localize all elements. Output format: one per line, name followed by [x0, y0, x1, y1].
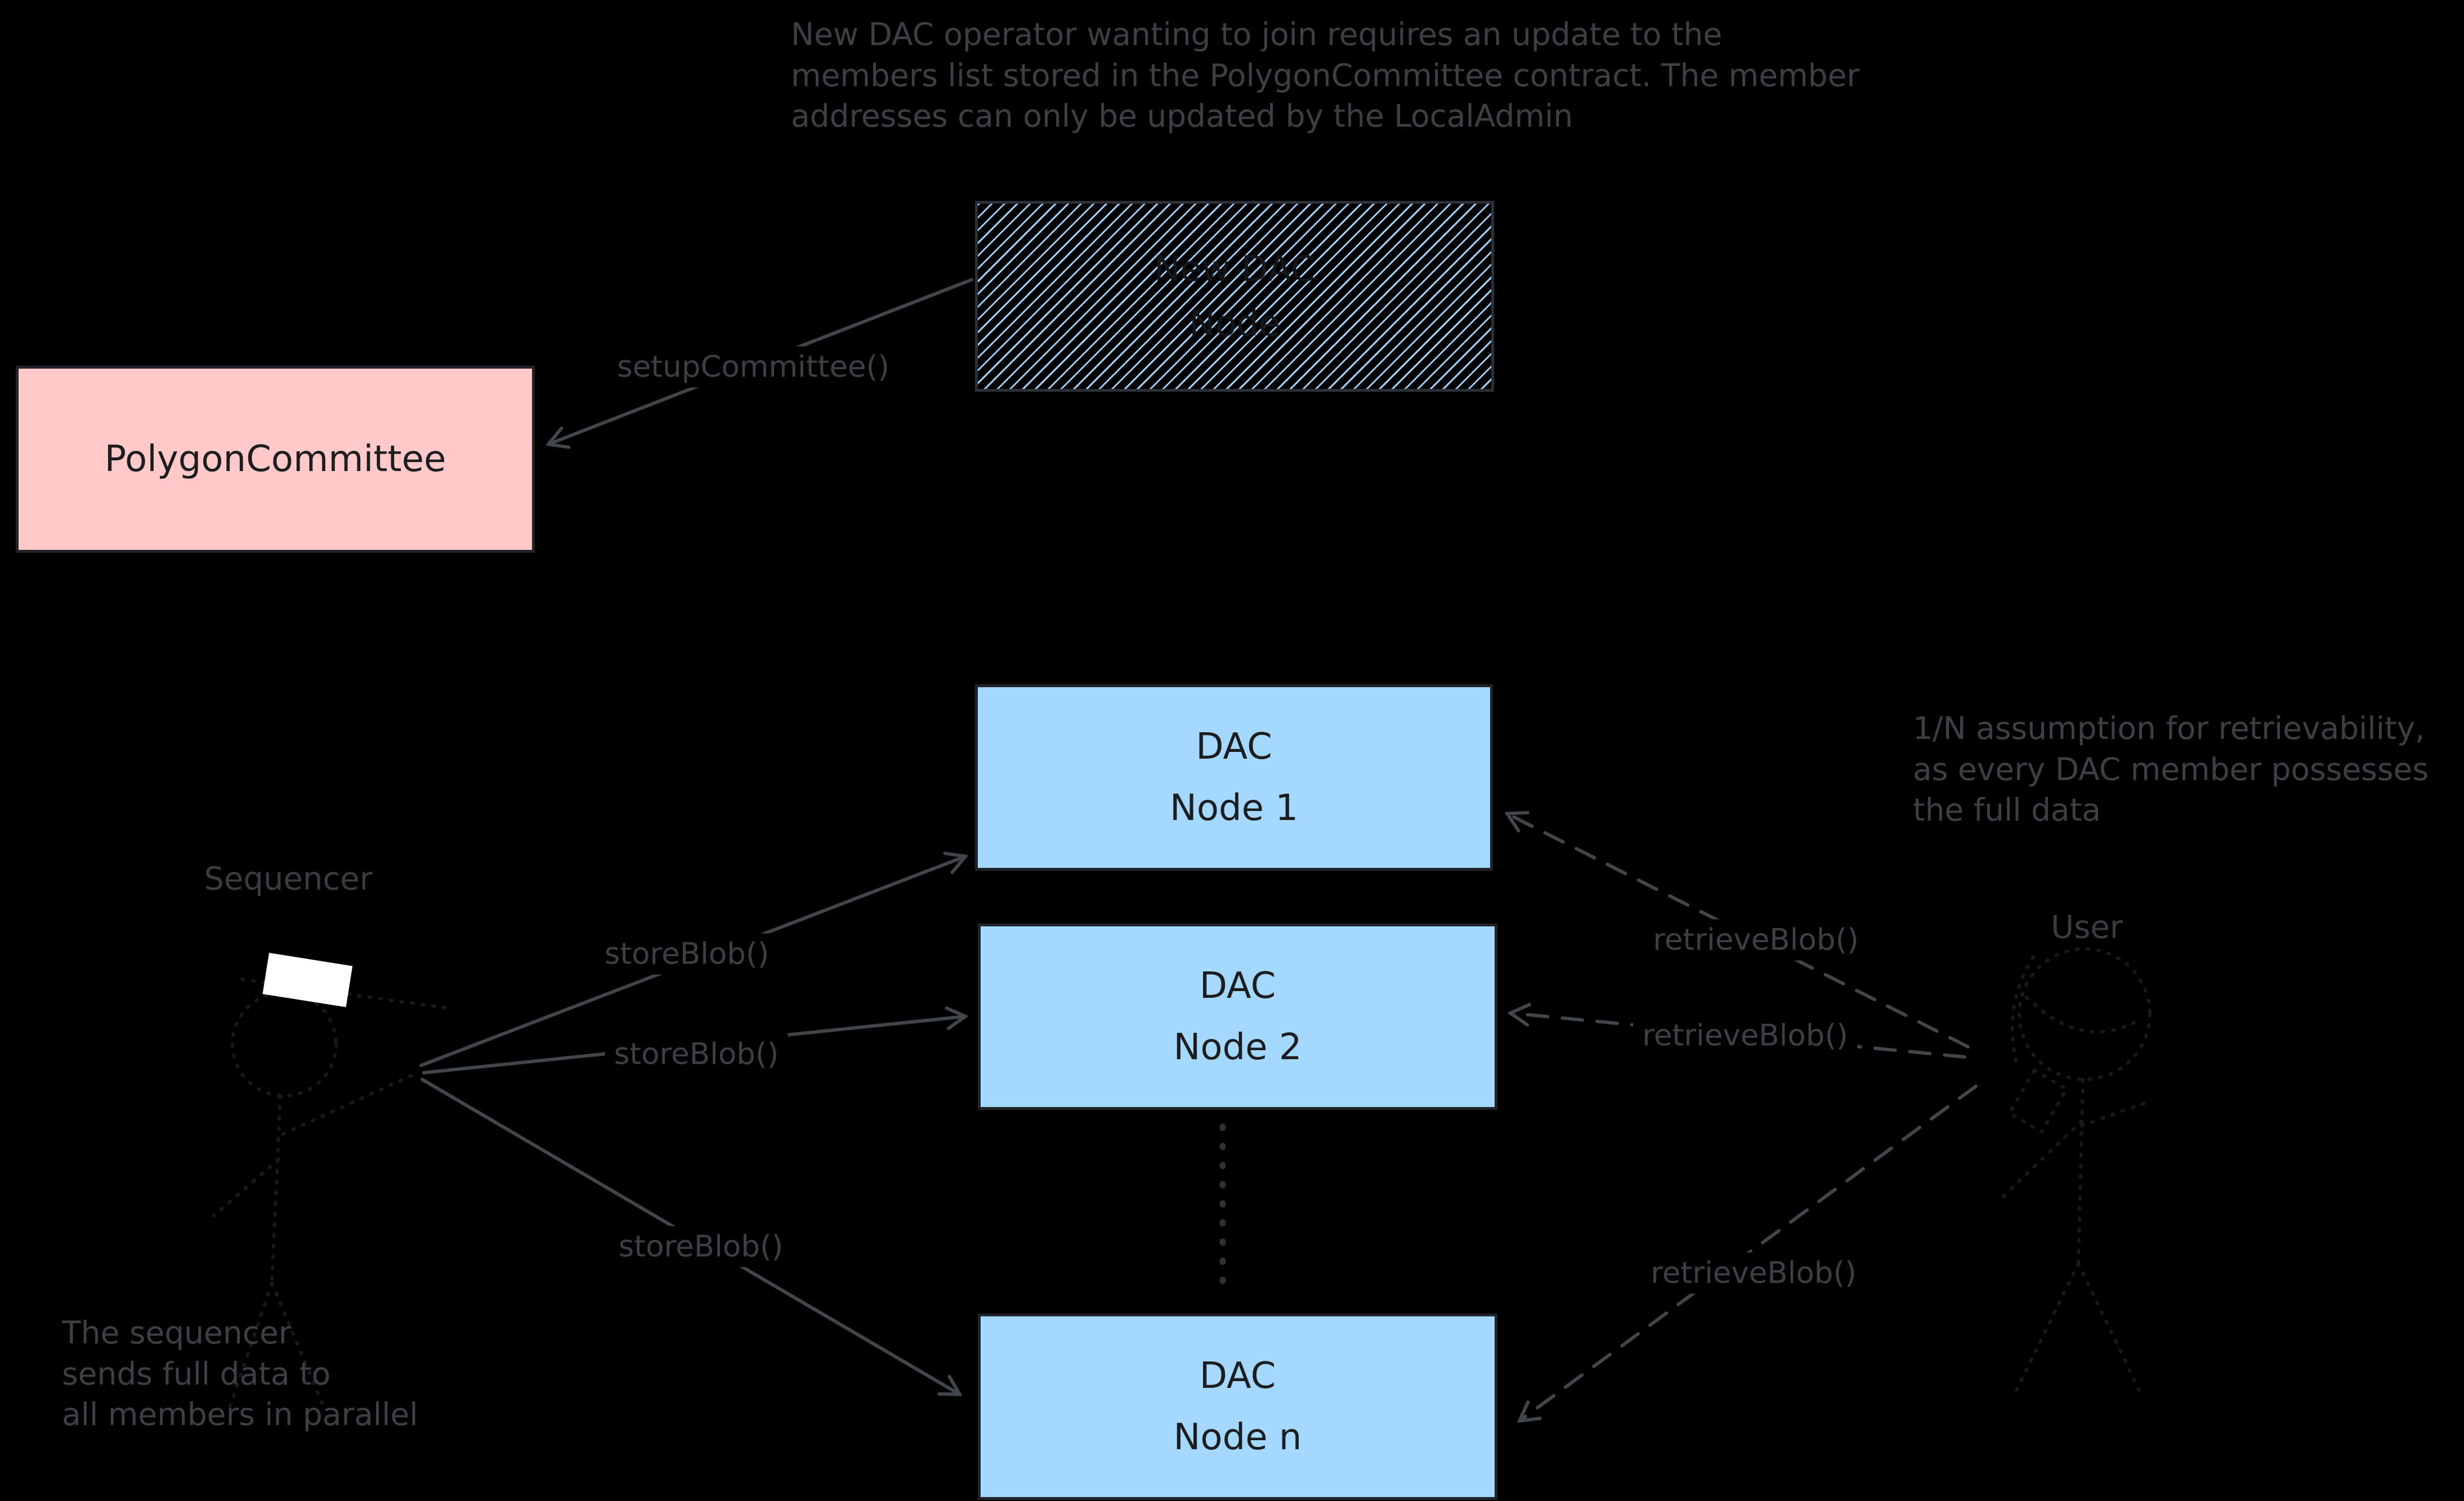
- sequencer-leg-left: [226, 1282, 274, 1414]
- top-note-line: members list stored in the PolygonCommit…: [791, 57, 1860, 93]
- user-arm-right: [2080, 1101, 2147, 1127]
- sequencer-note-line: all members in parallel: [62, 1396, 418, 1433]
- user-arm-left: [1998, 1119, 2083, 1202]
- retrieve-blob-label-3: retrieveBlob(): [1642, 1252, 1866, 1294]
- sequencer-note-line: sends full data to: [62, 1355, 331, 1392]
- user-head: [2018, 947, 2152, 1081]
- sequencer-arm-right: [281, 1071, 419, 1136]
- top-note: New DAC operator wanting to join require…: [791, 14, 1859, 137]
- dac-node-n-box: DAC Node n: [978, 1314, 1497, 1500]
- sequencer-label: Sequencer: [204, 861, 373, 898]
- sequencer-arm-left: [212, 1158, 280, 1217]
- retrievability-note-line: the full data: [1913, 792, 2101, 828]
- user-hair-side: [2010, 955, 2035, 1071]
- top-note-line: addresses can only be updated by the Loc…: [791, 98, 1573, 135]
- polygon-committee-label: PolygonCommittee: [104, 438, 446, 480]
- user-leg-right: [2077, 1262, 2141, 1392]
- retrieve-blob-label-2: retrieveBlob(): [1633, 1015, 1857, 1056]
- user-figure: [1998, 947, 2152, 1392]
- polygon-committee-box: PolygonCommittee: [16, 366, 535, 553]
- sequencer-body: [270, 1094, 282, 1285]
- dac-node-2-label-line1: DAC: [1199, 965, 1276, 1007]
- user-body: [2077, 1078, 2085, 1265]
- sequencer-head: [231, 991, 338, 1097]
- dac-node-n-label-line2: Node n: [1173, 1416, 1302, 1458]
- dac-node-1-label-line1: DAC: [1196, 725, 1272, 768]
- top-note-line: New DAC operator wanting to join require…: [791, 16, 1723, 52]
- sequencer-hat: [262, 952, 353, 1007]
- user-label: User: [2051, 909, 2123, 946]
- new-dac-node-label-line1: New DAC: [1153, 248, 1316, 290]
- retrieve-blob-label-1: retrieveBlob(): [1644, 919, 1868, 961]
- retrievability-note: 1/N assumption for retrievability, as ev…: [1913, 708, 2429, 831]
- user-phone: [2007, 1068, 2069, 1135]
- sequencer-leg-right: [270, 1282, 325, 1409]
- user-hair-front: [2025, 996, 2141, 1034]
- setup-committee-label: setupCommittee(): [608, 346, 898, 388]
- new-dac-node-label-line2: Node: [1189, 302, 1280, 344]
- store-blob-label-2: storeBlob(): [605, 1033, 788, 1075]
- sequencer-note: The sequencer sends full data to all mem…: [62, 1312, 418, 1435]
- retrievability-note-line: as every DAC member possesses: [1913, 751, 2429, 787]
- dac-node-2-box: DAC Node 2: [978, 924, 1497, 1110]
- dac-node-2-label-line2: Node 2: [1173, 1026, 1302, 1068]
- dac-node-1-label-line2: Node 1: [1169, 787, 1299, 829]
- store-blob-label-1: storeBlob(): [595, 933, 779, 975]
- dac-node-1-box: DAC Node 1: [975, 684, 1493, 871]
- store-blob-label-3: storeBlob(): [609, 1226, 793, 1267]
- user-leg-left: [2015, 1262, 2080, 1392]
- sequencer-figure: [212, 952, 452, 1414]
- sequencer-note-line: The sequencer: [62, 1315, 292, 1351]
- new-dac-node-box: New DAC Node: [975, 201, 1494, 392]
- retrievability-note-line: 1/N assumption for retrievability,: [1913, 710, 2425, 746]
- dac-node-n-label-line1: DAC: [1199, 1355, 1276, 1397]
